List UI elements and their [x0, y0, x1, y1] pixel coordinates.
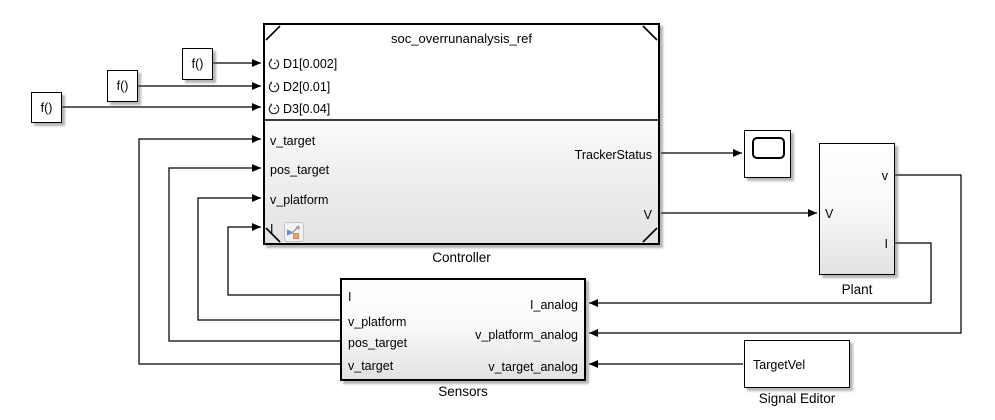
clock-icon: [268, 81, 280, 93]
controller-port-divider: [265, 119, 658, 121]
controller-input-v-platform: v_platform: [270, 193, 329, 207]
wire-plant-i-to-sensors[interactable]: [589, 242, 932, 307]
function-caller-block-1[interactable]: f(): [182, 48, 213, 80]
plant-caption: Plant: [841, 282, 873, 297]
controller-input-v-target: v_target: [270, 134, 316, 148]
sensors-output-v-platform: v_platform: [348, 315, 407, 329]
plant-output-v: v: [881, 169, 888, 183]
signal-editor-signal-name: TargetVel: [753, 358, 806, 372]
sensors-output-pos-target: pos_target: [348, 336, 408, 350]
controller-title: soc_overrunanalysis_ref: [391, 31, 532, 46]
wire-plant-v-to-sensors[interactable]: [589, 174, 962, 337]
sensors-output-i: I: [348, 290, 352, 304]
controller-output-v: V: [643, 208, 652, 222]
clock-icon: [268, 58, 280, 70]
wire-sensors-vtarget-to-controller[interactable]: [138, 135, 340, 365]
model-reference-corner-marks: [265, 25, 658, 243]
controller-input-pos-target: pos_target: [270, 163, 330, 177]
controller-caption: Controller: [432, 250, 491, 265]
function-caller-block-2[interactable]: f(): [107, 70, 138, 102]
sensors-block[interactable]: I v_platform pos_target v_target I_analo…: [340, 278, 586, 381]
plant-block[interactable]: V v I: [819, 143, 895, 275]
controller-input-i: I: [270, 222, 274, 236]
wire-sensors-i-to-controller[interactable]: [227, 223, 340, 296]
signal-editor-caption: Signal Editor: [758, 391, 836, 406]
controller-block[interactable]: soc_overrunanalysis_ref D1[0.002] D2[0.0…: [263, 23, 660, 245]
sensors-input-i-analog: I_analog: [530, 298, 578, 312]
clock-icon: [268, 103, 280, 115]
sensors-caption: Sensors: [438, 384, 488, 399]
plant-input-v: V: [825, 207, 834, 221]
wire-sensors-postarget-to-controller[interactable]: [168, 164, 340, 342]
function-caller-block-3[interactable]: f(): [31, 92, 62, 123]
wire-sensors-vplatform-to-controller[interactable]: [197, 194, 340, 321]
plant-output-i: I: [884, 237, 888, 251]
sensors-output-v-target: v_target: [348, 359, 394, 373]
scope-block[interactable]: [744, 130, 791, 178]
model-reference-badge-icon[interactable]: [284, 222, 304, 242]
scope-display-icon: [752, 137, 785, 159]
function-caller-label: f(): [191, 57, 204, 71]
function-caller-label: f(): [116, 79, 129, 93]
function-caller-label: f(): [40, 100, 53, 115]
signal-editor-block[interactable]: TargetVel: [744, 340, 850, 388]
controller-clock-port-d2: D2[0.01]: [283, 80, 331, 94]
sensors-input-v-platform-analog: v_platform_analog: [475, 328, 578, 342]
controller-output-trackerstatus: TrackerStatus: [574, 148, 652, 162]
controller-clock-port-d1: D1[0.002]: [283, 57, 338, 71]
sensors-input-v-target-analog: v_target_analog: [488, 360, 578, 374]
controller-clock-port-d3: D3[0.04]: [283, 102, 331, 116]
